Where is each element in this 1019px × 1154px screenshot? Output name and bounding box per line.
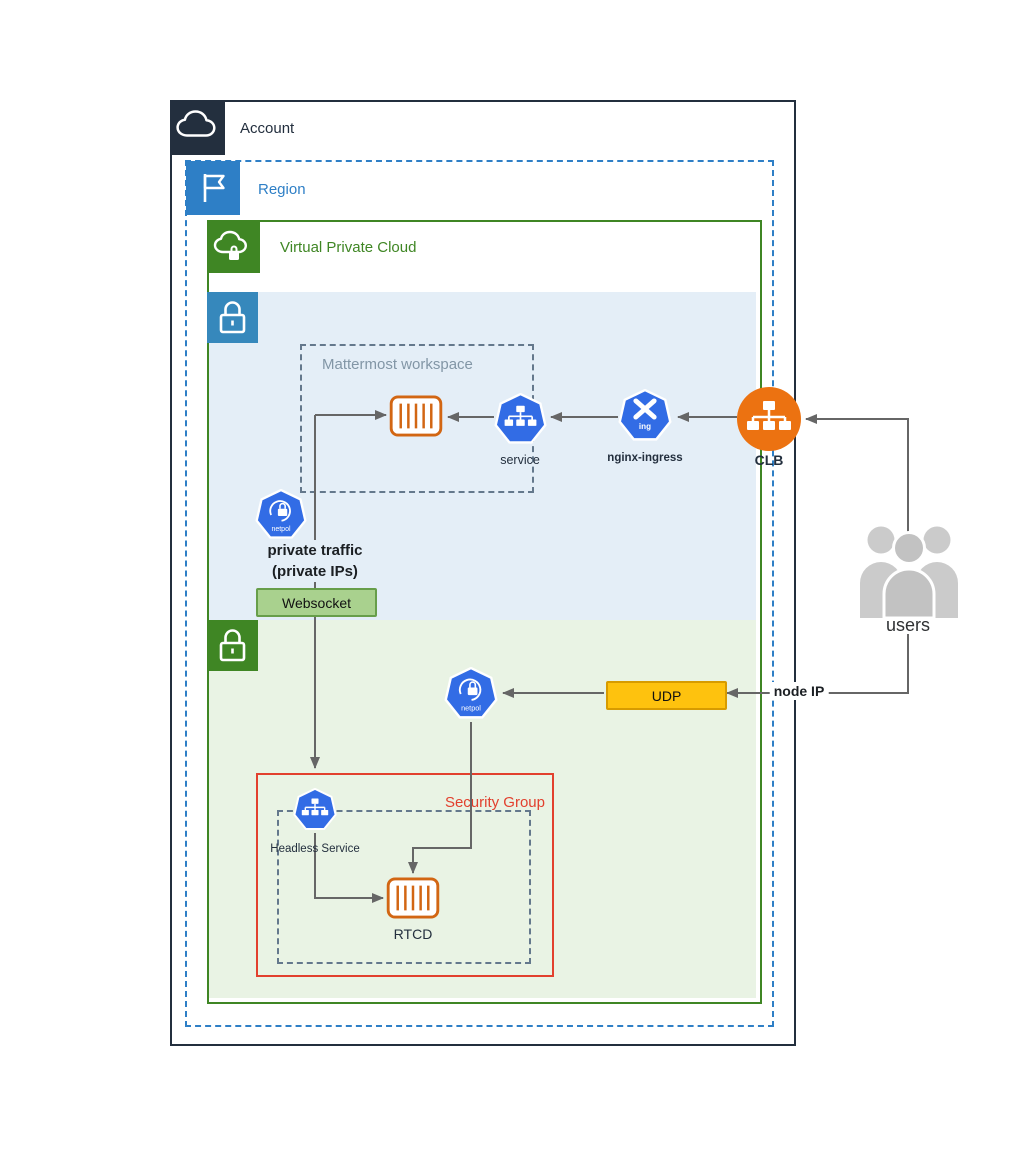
account-label: Account xyxy=(240,120,295,137)
region-flag-icon xyxy=(186,161,240,215)
rtcd-group-box xyxy=(277,810,531,964)
account-cloud-icon xyxy=(170,100,225,155)
region-box xyxy=(185,160,774,1027)
security-group-label: Security Group xyxy=(444,794,545,811)
mattermost-workspace-label: Mattermost workspace xyxy=(322,356,473,373)
clb-label: CLB xyxy=(754,452,784,468)
subnet-lower-lock-icon xyxy=(207,620,258,671)
udp-badge: UDP xyxy=(606,681,727,710)
vpc-label: Virtual Private Cloud xyxy=(280,239,417,256)
private-traffic-line2: (private IPs) xyxy=(272,563,358,580)
users-icon xyxy=(855,515,963,618)
vpc-cloud-icon xyxy=(208,221,260,273)
rtcd-label: RTCD xyxy=(393,926,433,942)
nginx-ingress-label: nginx-ingress xyxy=(607,452,683,464)
private-traffic-label: private traffic (private IPs) xyxy=(261,540,369,582)
node-ip-label: node IP xyxy=(769,682,829,700)
region-label: Region xyxy=(258,181,306,198)
netpol-glyph-text: netpol xyxy=(461,704,481,713)
load-balancer-icon xyxy=(737,387,801,451)
security-group-box xyxy=(256,773,554,977)
users-label: users xyxy=(882,616,934,634)
ingress-glyph-text: ing xyxy=(639,422,651,431)
k8s-service-icon xyxy=(293,788,337,832)
headless-service-label: Headless Service xyxy=(270,843,360,855)
k8s-service-icon xyxy=(494,393,547,446)
service-label: service xyxy=(500,453,540,467)
container-icon xyxy=(389,395,443,437)
k8s-ingress-icon: ing xyxy=(618,389,672,443)
container-icon xyxy=(386,877,440,919)
private-traffic-line1: private traffic xyxy=(267,542,363,559)
subnet-upper-lock-icon xyxy=(207,292,258,343)
websocket-badge: Websocket xyxy=(256,588,377,617)
k8s-netpol-icon: netpol xyxy=(255,489,307,541)
k8s-netpol-icon: netpol xyxy=(444,667,498,721)
netpol-glyph-text: netpol xyxy=(271,526,291,533)
